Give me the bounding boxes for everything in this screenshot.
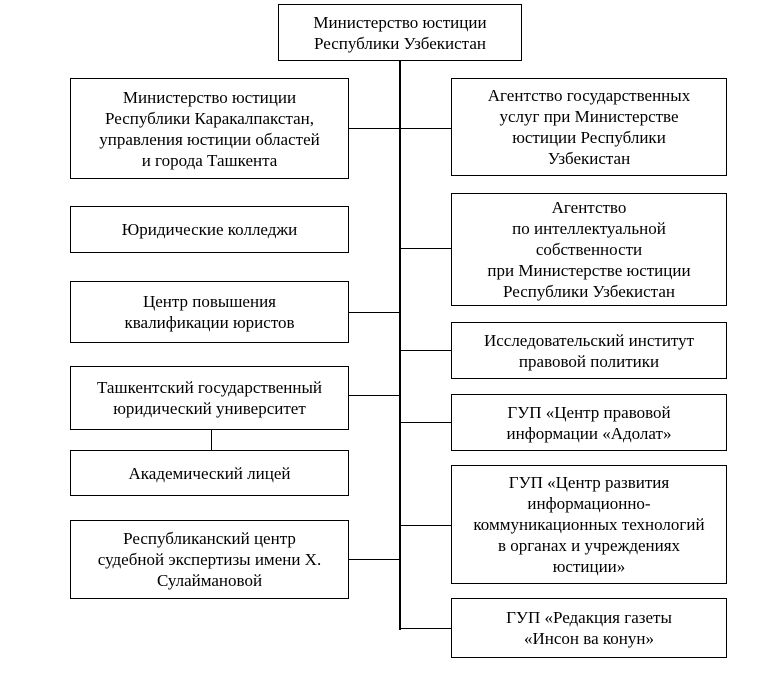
- node-label: ГУП «Редакция газеты «Инсон ва конун»: [506, 608, 672, 648]
- node-academic-lyceum: Академический лицей: [70, 450, 349, 496]
- node-lawyer-training-center: Центр повышения квалификации юристов: [70, 281, 349, 343]
- node-forensic-expertise-center: Республиканский центр судебной экспертиз…: [70, 520, 349, 599]
- node-legal-policy-institute: Исследовательский институт правовой поли…: [451, 322, 727, 379]
- connector-right-2: [400, 248, 451, 249]
- node-label: ГУП «Центр правовой информации «Адолат»: [506, 402, 672, 443]
- connector-left-4: [348, 395, 400, 396]
- node-label: Министерство юстиции Республики Узбекист…: [313, 12, 487, 53]
- connector-right-1: [400, 128, 451, 129]
- node-regional-ministries: Министерство юстиции Республики Каракалп…: [70, 78, 349, 179]
- connector-left-3: [348, 312, 400, 313]
- node-ministry-root: Министерство юстиции Республики Узбекист…: [278, 4, 522, 61]
- connector-left-1: [348, 128, 400, 129]
- node-label: ГУП «Центр развития информационно- комму…: [473, 473, 705, 576]
- connector-right-3: [400, 350, 451, 351]
- connector-university-lyceum: [211, 429, 212, 450]
- node-ict-development-center: ГУП «Центр развития информационно- комму…: [451, 465, 727, 584]
- node-label: Агентство по интеллектуальной собственно…: [487, 198, 691, 301]
- node-label: Агентство государственных услуг при Мини…: [487, 86, 691, 168]
- node-label: Ташкентский государственный юридический …: [96, 378, 323, 418]
- node-label: Исследовательский институт правовой поли…: [483, 330, 695, 371]
- connector-right-5: [400, 525, 451, 526]
- node-law-colleges: Юридические колледжи: [70, 206, 349, 253]
- node-label: Академический лицей: [128, 463, 291, 483]
- connector-right-4: [400, 422, 451, 423]
- connector-left-6: [348, 559, 400, 560]
- node-adolat-center: ГУП «Центр правовой информации «Адолат»: [451, 394, 727, 451]
- node-label: Министерство юстиции Республики Каракалп…: [99, 87, 320, 170]
- connector-right-6: [400, 628, 451, 629]
- node-label: Центр повышения квалификации юристов: [124, 292, 295, 332]
- trunk-line: [399, 60, 401, 630]
- node-tashkent-law-university: Ташкентский государственный юридический …: [70, 366, 349, 430]
- node-public-services-agency: Агентство государственных услуг при Мини…: [451, 78, 727, 176]
- node-label: Юридические колледжи: [121, 220, 298, 239]
- node-label: Республиканский центр судебной экспертиз…: [97, 529, 322, 590]
- node-intellectual-property-agency: Агентство по интеллектуальной собственно…: [451, 193, 727, 306]
- node-inson-va-konun-newspaper: ГУП «Редакция газеты «Инсон ва конун»: [451, 598, 727, 658]
